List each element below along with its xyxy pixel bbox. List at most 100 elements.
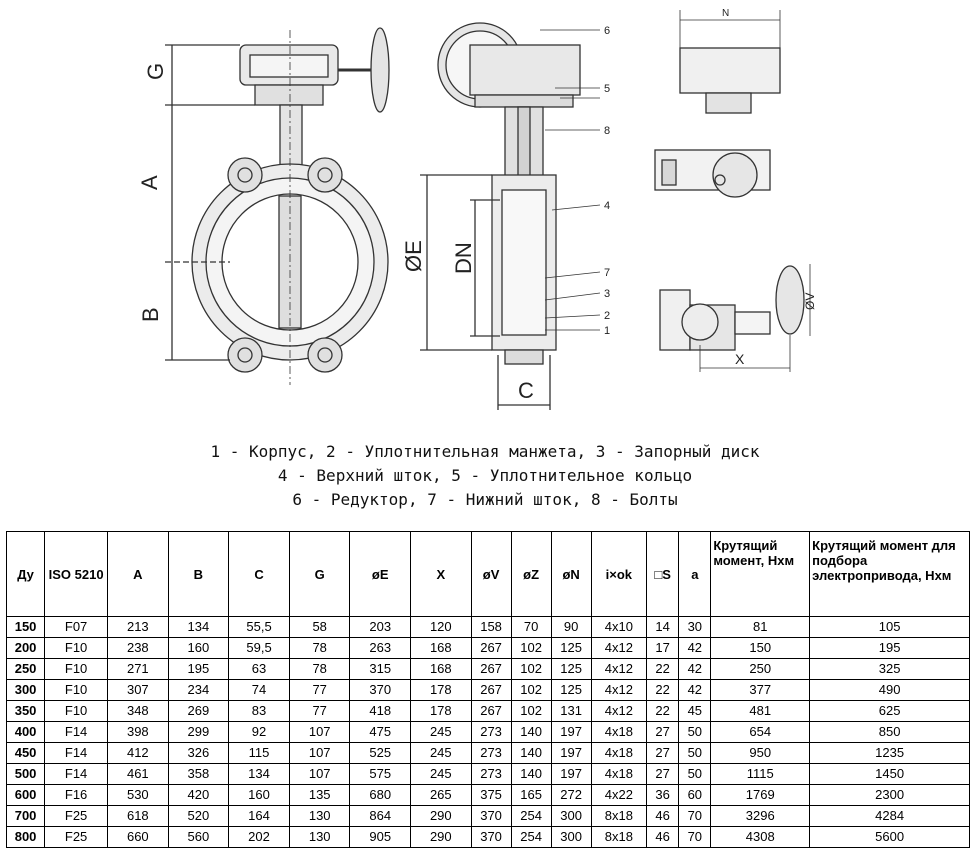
table-cell: 4x10 xyxy=(590,616,648,638)
table-cell: 481 xyxy=(710,700,811,722)
table-cell: 1450 xyxy=(809,763,970,785)
table-cell: 618 xyxy=(107,805,169,827)
table-cell: 375 xyxy=(470,784,512,806)
label-C: C xyxy=(518,378,534,403)
table-cell: 55,5 xyxy=(228,616,290,638)
table-cell: 46 xyxy=(646,805,680,827)
table-cell: 4x12 xyxy=(590,679,648,701)
table-cell: 4x18 xyxy=(590,763,648,785)
table-cell: 500 xyxy=(5,763,46,785)
table-cell: 370 xyxy=(470,826,512,848)
table-cell: 78 xyxy=(288,637,351,659)
table-cell: 273 xyxy=(470,763,512,785)
table-cell: 300 xyxy=(550,826,592,848)
table-cell: 202 xyxy=(228,826,290,848)
table-cell: 58 xyxy=(288,616,351,638)
table-cell: 461 xyxy=(107,763,169,785)
table-cell: 36 xyxy=(646,784,680,806)
table-cell: 864 xyxy=(349,805,412,827)
table-cell: 245 xyxy=(410,763,472,785)
table-cell: 63 xyxy=(228,658,290,680)
label-N: N xyxy=(722,8,729,19)
table-cell: 107 xyxy=(288,742,351,764)
table-cell: 134 xyxy=(167,616,230,638)
table-cell: 2300 xyxy=(809,784,970,806)
table-cell: 27 xyxy=(646,742,680,764)
column-header-14: Крутящий момент, Нхм xyxy=(710,531,811,617)
legend-line-2: 4 - Верхний шток, 5 - Уплотнительное кол… xyxy=(277,466,693,485)
column-header-9: øZ xyxy=(510,531,552,617)
table-cell: 234 xyxy=(167,679,230,701)
table-cell: 197 xyxy=(550,742,592,764)
callout-4: 4 xyxy=(604,200,610,212)
table-cell: 377 xyxy=(710,679,811,701)
table-cell: 130 xyxy=(288,805,351,827)
table-cell: 420 xyxy=(167,784,230,806)
column-header-2: A xyxy=(107,531,169,617)
table-cell: F10 xyxy=(44,637,109,659)
table-cell: 265 xyxy=(410,784,472,806)
table-cell: F16 xyxy=(44,784,109,806)
table-cell: 3296 xyxy=(710,805,811,827)
column-header-3: B xyxy=(167,531,230,617)
callout-2: 2 xyxy=(604,310,610,322)
label-A: A xyxy=(137,175,162,190)
table-cell: 4x22 xyxy=(590,784,648,806)
table-cell: 30 xyxy=(678,616,712,638)
handwheel-front xyxy=(370,27,390,113)
table-cell: 8x18 xyxy=(590,826,648,848)
table-cell: 213 xyxy=(107,616,169,638)
column-header-8: øV xyxy=(470,531,512,617)
column-header-10: øN xyxy=(550,531,592,617)
table-cell: 50 xyxy=(678,721,712,743)
table-cell: 195 xyxy=(167,658,230,680)
table-cell: 81 xyxy=(710,616,811,638)
label-V: ØV xyxy=(803,293,817,310)
table-cell: 92 xyxy=(228,721,290,743)
table-cell: 27 xyxy=(646,763,680,785)
table-cell: 254 xyxy=(510,826,552,848)
parts-legend: 1 - Корпус, 2 - Уплотнительная манжета, … xyxy=(0,440,970,512)
table-cell: 120 xyxy=(410,616,472,638)
table-cell: 102 xyxy=(510,700,552,722)
table-cell: 398 xyxy=(107,721,169,743)
table-cell: 530 xyxy=(107,784,169,806)
table-cell: 178 xyxy=(410,700,472,722)
valve-drawing-svg: G A B ØE DN C N X ØV 6 5 8 4 7 3 2 1 xyxy=(137,8,817,410)
table-cell: 70 xyxy=(510,616,552,638)
table-cell: F07 xyxy=(44,616,109,638)
table-cell: 245 xyxy=(410,742,472,764)
table-cell: 125 xyxy=(550,637,592,659)
callout-3: 3 xyxy=(604,288,610,300)
table-cell: 273 xyxy=(470,742,512,764)
table-cell: 350 xyxy=(5,700,46,722)
column-header-0: Ду xyxy=(5,531,46,617)
table-cell: 273 xyxy=(470,721,512,743)
callout-8: 8 xyxy=(604,125,610,137)
table-cell: 8x18 xyxy=(590,805,648,827)
table-cell: 4x12 xyxy=(590,700,648,722)
table-cell: 197 xyxy=(550,763,592,785)
table-cell: 400 xyxy=(5,721,46,743)
gearbox-side xyxy=(469,44,581,96)
table-cell: 160 xyxy=(167,637,230,659)
table-cell: 358 xyxy=(167,763,230,785)
table-cell: 299 xyxy=(167,721,230,743)
table-cell: 520 xyxy=(167,805,230,827)
column-header-12: □S xyxy=(646,531,680,617)
table-cell: 27 xyxy=(646,721,680,743)
table-cell: 46 xyxy=(646,826,680,848)
table-cell: 4x12 xyxy=(590,637,648,659)
column-header-15: Крутящий момент для подбора электроприво… xyxy=(809,531,970,617)
table-cell: 654 xyxy=(710,721,811,743)
table-cell: 326 xyxy=(167,742,230,764)
table-cell: F14 xyxy=(44,721,109,743)
table-cell: 1115 xyxy=(710,763,811,785)
